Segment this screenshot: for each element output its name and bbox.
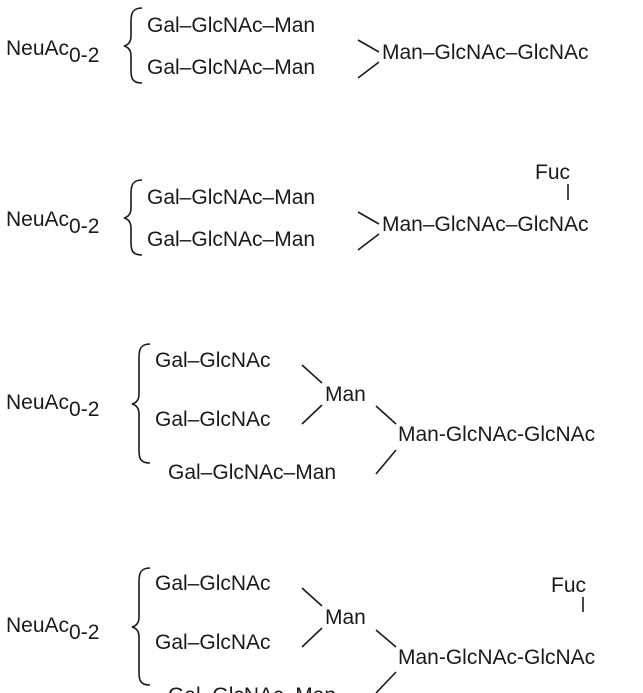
linkage-line [375,405,397,425]
branch-label: Gal–GlcNAc [155,631,271,654]
curly-brace [131,343,151,464]
linkage-line [357,61,380,79]
linkage-line [375,449,397,475]
branch-label: Gal–GlcNAc–Man [147,14,315,37]
neuac-prefix: NeuAc0-2 [6,391,99,421]
curly-brace [131,567,151,686]
linkage-line [357,233,380,251]
linkage-line [301,404,323,425]
core-chain-label: Man-GlcNAc-GlcNAc [398,646,595,669]
structure-biantennary-fucosylated: Fuc NeuAc0-2 Gal–GlcNAc–Man Gal–GlcNAc–M… [6,161,589,256]
branch-label: Gal–GlcNAc–Man [147,228,315,251]
structure-triantennary: NeuAc0-2 Gal–GlcNAc Gal–GlcNAc Gal–GlcNA… [6,343,595,484]
branch-label: Gal–GlcNAc [155,349,271,372]
neuac-prefix: NeuAc0-2 [6,37,99,67]
neuac-prefix: NeuAc0-2 [6,614,99,644]
linkage-line [301,627,323,648]
structure-biantennary: NeuAc0-2 Gal–GlcNAc–Man Gal–GlcNAc–Man M… [6,7,589,84]
linkage-line [375,671,397,693]
linkage-line [301,587,323,607]
curly-brace [123,7,143,84]
fuc-label: Fuc [535,161,570,184]
branch-label: Gal–GlcNAc–Man [168,684,336,693]
core-chain-label: Man–GlcNAc–GlcNAc [382,213,589,236]
linkage-line [357,39,380,53]
branch-label: Gal–GlcNAc [155,572,271,595]
mid-man-label: Man [325,606,366,629]
core-chain-label: Man–GlcNAc–GlcNAc [382,41,589,64]
mid-man-label: Man [325,383,366,406]
linkage-line [301,364,323,384]
linkage-line [375,629,397,648]
core-chain-label: Man-GlcNAc-GlcNAc [398,423,595,446]
curly-brace [123,179,143,256]
branch-label: Gal–GlcNAc–Man [147,186,315,209]
branch-label: Gal–GlcNAc–Man [168,461,336,484]
neuac-prefix: NeuAc0-2 [6,208,99,238]
branch-label: Gal–GlcNAc–Man [147,56,315,79]
branch-label: Gal–GlcNAc [155,408,271,431]
fuc-label: Fuc [551,574,586,597]
structure-triantennary-fucosylated: Fuc NeuAc0-2 Gal–GlcNAc Gal–GlcNAc Gal–G… [6,567,595,693]
linkage-line [357,211,380,225]
